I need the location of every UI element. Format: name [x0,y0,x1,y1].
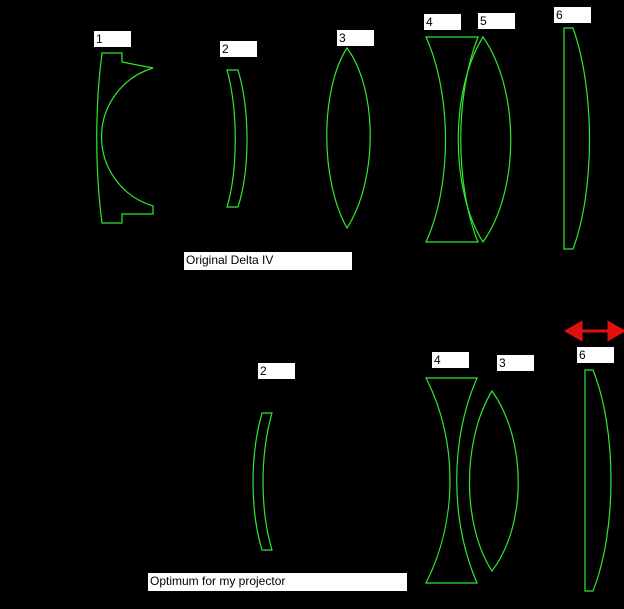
top-lens-2 [226,69,248,208]
top-label-1: 1 [94,31,131,47]
top-label-6: 6 [554,7,591,23]
top-label-2: 2 [220,41,257,57]
bottom-label-2: 2 [258,363,295,379]
top-lens-3 [326,46,371,230]
top-caption: Original Delta IV [184,252,352,270]
top-lens-6 [563,27,591,250]
top-label-3: 3 [337,30,374,46]
top-label-5: 5 [478,13,515,29]
bottom-caption: Optimum for my projector [148,573,407,591]
top-lens-5 [457,35,512,244]
bottom-label-6: 6 [577,347,614,363]
move-arrow [563,320,624,342]
top-lens-4 [425,36,479,243]
bottom-lens-6 [584,369,612,592]
bottom-label-4: 4 [432,352,469,368]
bottom-label-3: 3 [497,355,534,371]
top-lens-1 [96,52,154,224]
top-label-4: 4 [424,14,461,30]
bottom-lens-4 [425,377,478,584]
bottom-lens-2 [252,412,273,551]
bottom-lens-3 [468,389,519,573]
